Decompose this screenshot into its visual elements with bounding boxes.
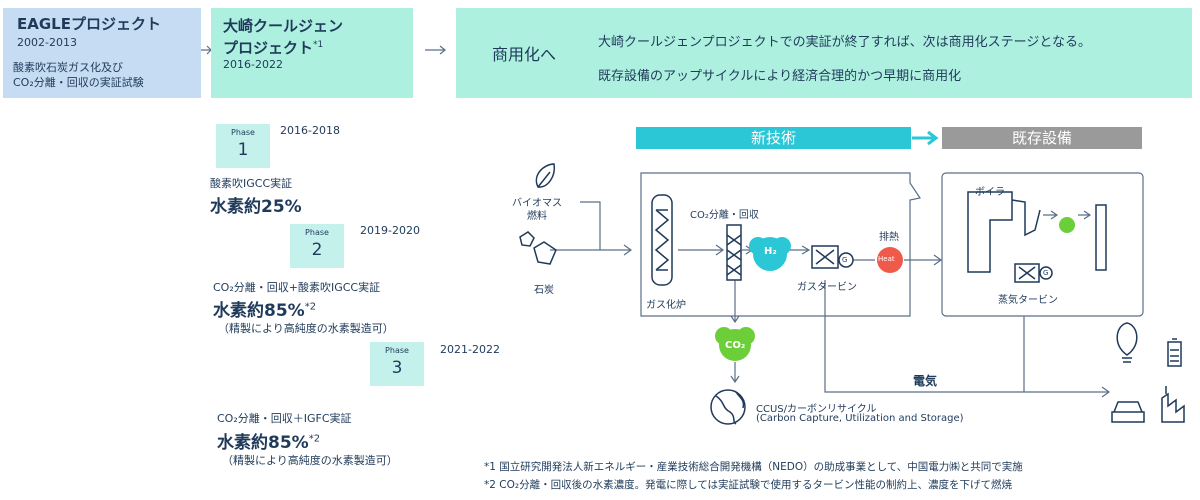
- stage-eagle-title: EAGLEプロジェクト: [17, 15, 161, 33]
- phase1-hydrogen: 水素約25%: [210, 197, 302, 217]
- note-mark: *2: [304, 301, 317, 313]
- stage-commercial: 商用化へ 大崎クールジェンプロジェクトでの実証が終了すれば、次は商用化ステージと…: [456, 8, 1192, 98]
- generator-label: G: [1043, 269, 1049, 277]
- gas-turbine-icon: [811, 245, 854, 269]
- boiler-label: ボイラ: [975, 187, 1005, 198]
- phase1-box: Phase 1: [216, 124, 270, 168]
- co2-small-icon: [1059, 217, 1075, 233]
- exhaust-heat-label: 排熱: [879, 232, 899, 243]
- phase2-years: 2019-2020: [360, 224, 420, 237]
- stage-eagle-desc1: 酸素吹石炭ガス化及び: [13, 61, 123, 74]
- phase1-desc: 酸素吹IGCC実証: [210, 177, 293, 190]
- phase3-note: （精製により高純度の水素製造可）: [222, 454, 398, 467]
- phase1-number: 1: [237, 140, 249, 160]
- phase1-label: Phase: [231, 128, 255, 137]
- note-mark: *1: [313, 40, 324, 50]
- stage-osaki-title1: 大崎クールジェン: [223, 17, 344, 35]
- stage-eagle-desc2: CO₂分離・回収の実証試験: [13, 76, 144, 89]
- existing-frame: [941, 172, 1144, 317]
- phase2-number: 2: [311, 240, 323, 260]
- capture-tower-icon: [726, 224, 742, 281]
- process-diagram: [519, 163, 1185, 425]
- note-mark: *2: [308, 433, 321, 445]
- car-icon: [1111, 401, 1145, 423]
- co2-cloud-icon: [715, 327, 755, 361]
- phase3-number: 3: [391, 358, 403, 378]
- generator-label: G: [842, 256, 848, 264]
- gasifier-icon: [651, 194, 673, 286]
- footnote-1: *1 国立研究開発法人新エネルギー・産業技術総合開発機構（NEDO）の助成事業と…: [484, 461, 1023, 473]
- stage-osaki: 大崎クールジェン プロジェクト*1 2016-2022: [211, 8, 413, 98]
- phase2-hydrogen: 水素約85%: [213, 301, 305, 321]
- gasifier-label: ガス化炉: [646, 300, 686, 311]
- phase2-note: （精製により高純度の水素製造可）: [218, 322, 394, 335]
- phase3-hydrogen: 水素約85%: [217, 433, 309, 453]
- factory-icon: [1161, 386, 1185, 423]
- phase2-box: Phase 2: [290, 224, 344, 268]
- biomass-label2: 燃料: [527, 211, 547, 222]
- stage-commercial-line2: 既存設備のアップサイクルにより経済合理的かつ早期に商用化: [598, 69, 962, 84]
- arrow-icon: [425, 45, 446, 55]
- stage-commercial-title: 商用化へ: [492, 45, 557, 64]
- phase3-desc: CO₂分離・回収＋IGFC実証: [217, 412, 352, 425]
- bulb-icon: [1116, 322, 1138, 363]
- heat-label: Heat: [878, 255, 895, 263]
- phase1-years: 2016-2018: [280, 124, 340, 137]
- footnote-2: *2 CO₂分離・回収後の水素濃度。発電に際しては実証試験で使用するタービン性能…: [484, 479, 1013, 491]
- electricity-label: 電気: [913, 374, 938, 388]
- phase2-desc: CO₂分離・回収+酸素吹IGCC実証: [213, 281, 381, 294]
- heat-icon: [877, 247, 903, 273]
- globe-icon: [710, 389, 746, 425]
- phase3-years: 2021-2022: [440, 343, 500, 356]
- ccus-label-en: (Carbon Capture, Utilization and Storage…: [756, 413, 964, 424]
- biomass-label1: バイオマス: [512, 198, 562, 209]
- coal-label: 石炭: [534, 285, 554, 296]
- leaf-icon: [535, 163, 556, 188]
- new-tech-bar: 新技術: [636, 127, 911, 149]
- new-tech-frame: [640, 172, 921, 317]
- phase3-box: Phase 3: [370, 342, 424, 386]
- phase3-label: Phase: [385, 346, 409, 355]
- h2-label: H₂: [764, 246, 777, 257]
- coal-icon: [519, 231, 557, 265]
- stage-eagle-years: 2002-2013: [17, 36, 77, 49]
- existing-facility-bar: 既存設備: [942, 127, 1142, 149]
- gas-turbine-label: ガスタービン: [797, 282, 857, 293]
- ccus-label: CCUS/カーボンリサイクル: [756, 404, 877, 415]
- stage-commercial-line1: 大崎クールジェンプロジェクトでの実証が終了すれば、次は商用化ステージとなる。: [598, 35, 1091, 50]
- arrow-icon: [912, 130, 939, 146]
- stage-osaki-years: 2016-2022: [223, 58, 283, 71]
- steam-turbine-label: 蒸気タービン: [998, 295, 1058, 306]
- phase2-label: Phase: [305, 228, 329, 237]
- boiler-icon: [967, 191, 1107, 273]
- stage-osaki-title2: プロジェクト: [223, 39, 314, 57]
- end-use-icons: [1111, 322, 1185, 423]
- steam-turbine-icon: [1014, 263, 1053, 283]
- stage-eagle: EAGLEプロジェクト 2002-2013 酸素吹石炭ガス化及び CO₂分離・回…: [3, 8, 201, 98]
- co2-label: CO₂: [725, 340, 746, 351]
- co2-capture-label: CO₂分離・回収: [690, 210, 759, 221]
- hydrogen-icon: [749, 237, 791, 271]
- battery-icon: [1167, 341, 1182, 367]
